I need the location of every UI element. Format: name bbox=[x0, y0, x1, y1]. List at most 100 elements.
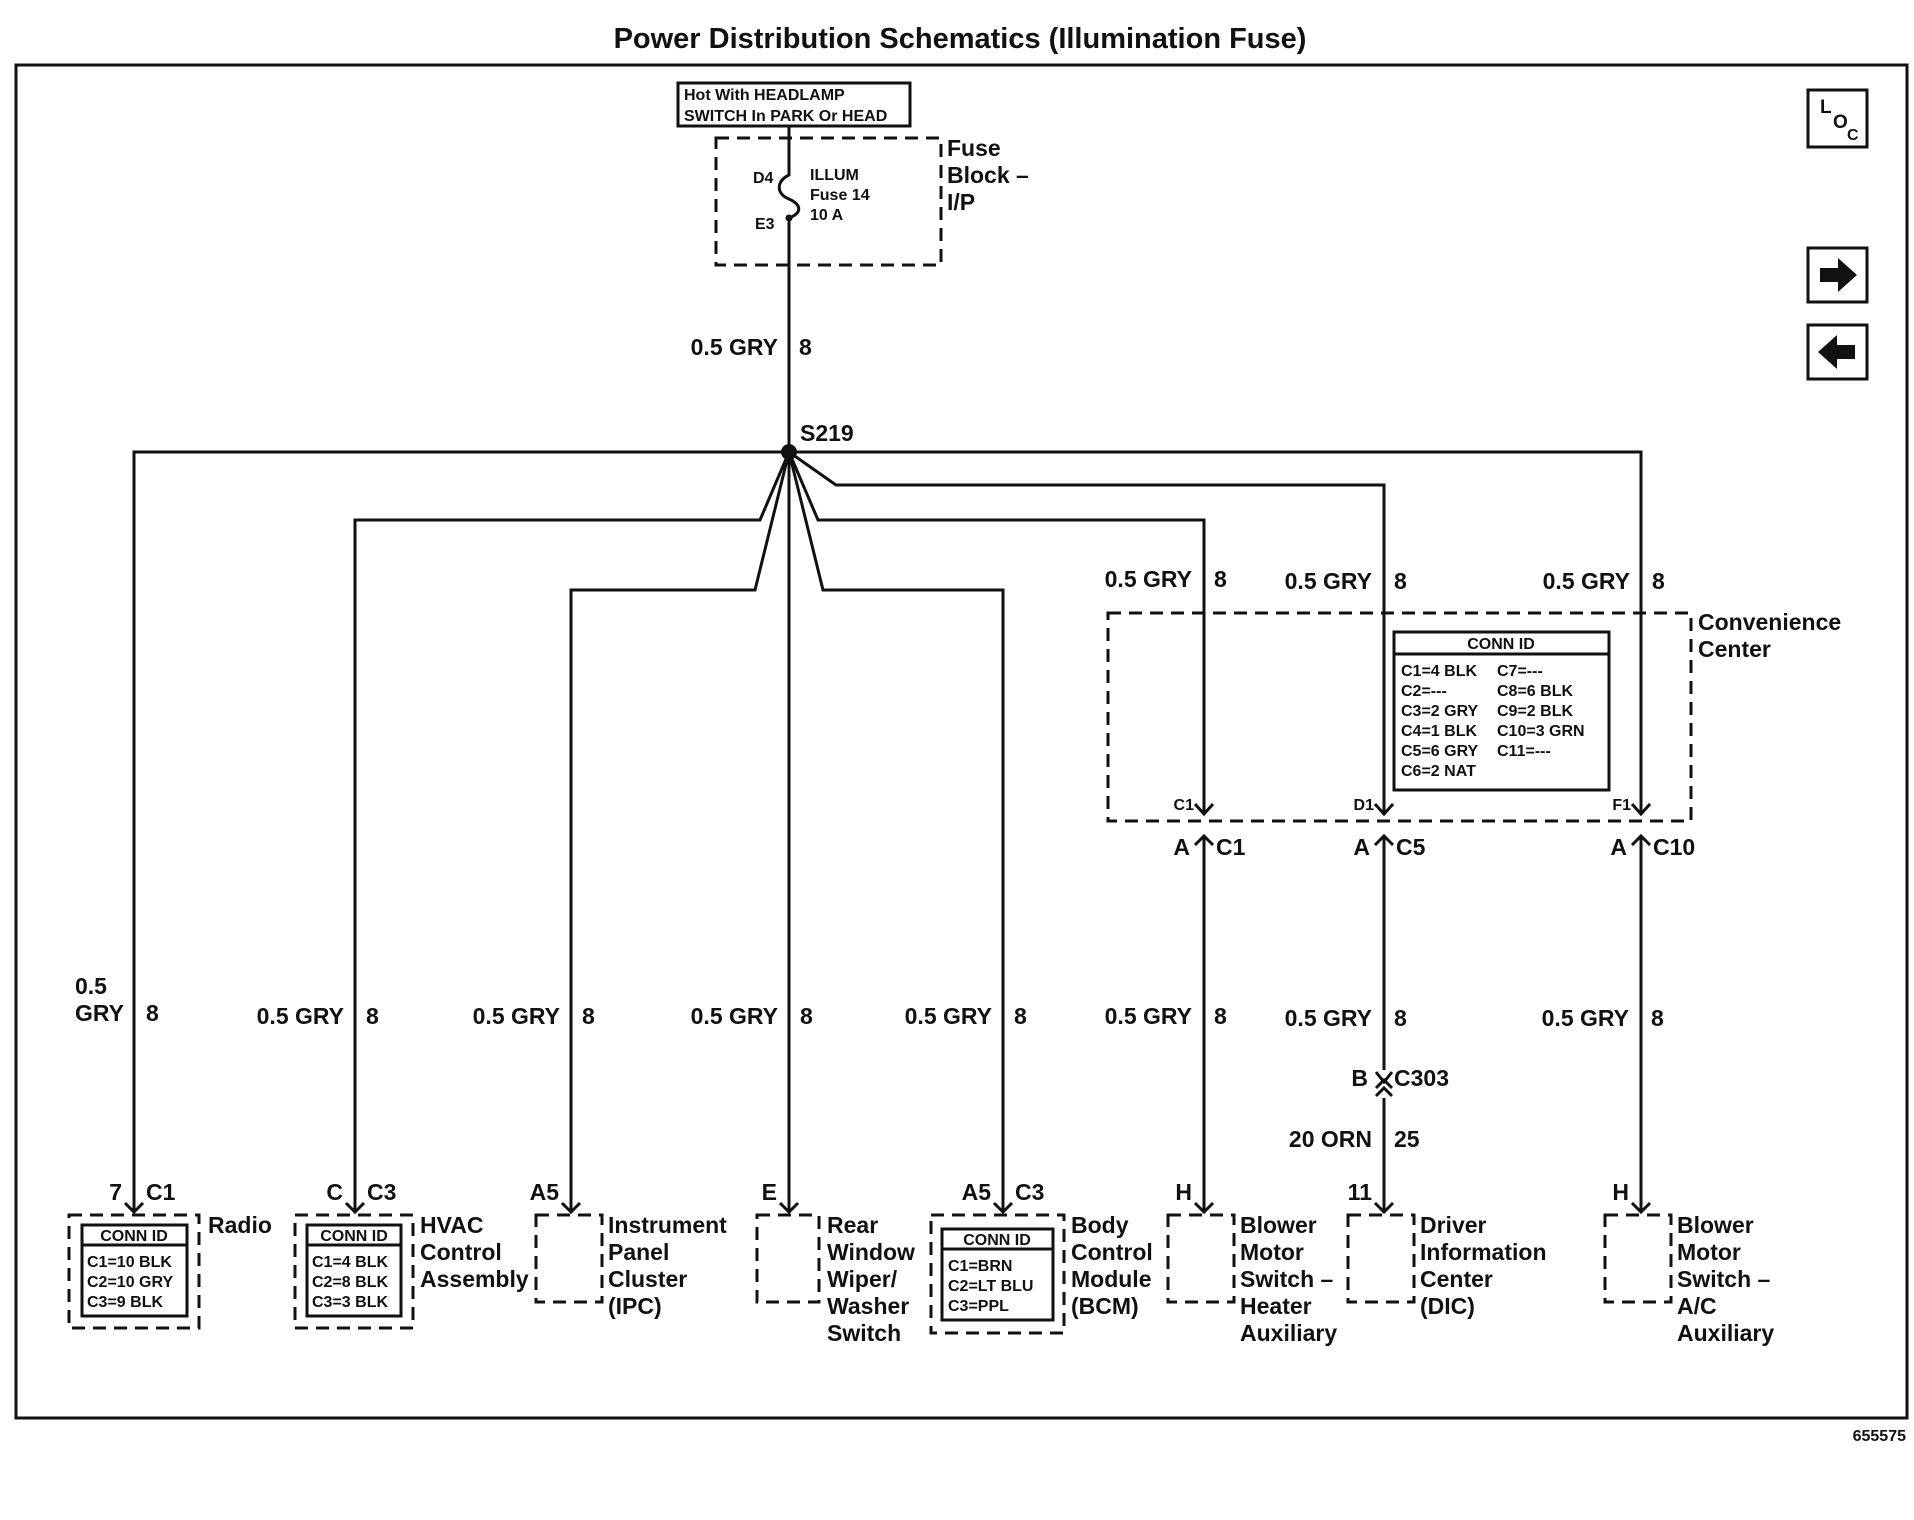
svg-text:C1=4 BLK: C1=4 BLK bbox=[312, 1254, 388, 1271]
svg-text:C1=BRN: C1=BRN bbox=[948, 1258, 1012, 1275]
main-feed-circuit: 8 bbox=[799, 334, 812, 360]
svg-text:C3=PPL: C3=PPL bbox=[948, 1298, 1009, 1315]
svg-text:C3=3 BLK: C3=3 BLK bbox=[312, 1294, 388, 1311]
cc-output-connector-c5: A C5 bbox=[1353, 802, 1426, 860]
loc-letter-mid: O bbox=[1833, 112, 1848, 133]
svg-text:C10: C10 bbox=[1653, 834, 1695, 860]
svg-text:8: 8 bbox=[1214, 566, 1227, 592]
convenience-center-label-line1: Convenience bbox=[1698, 609, 1841, 635]
svg-text:0.5 GRY: 0.5 GRY bbox=[257, 1003, 344, 1029]
svg-text:C6=2 NAT: C6=2 NAT bbox=[1401, 763, 1476, 780]
radio-label: Radio bbox=[208, 1212, 272, 1238]
svg-text:C7=---: C7=--- bbox=[1497, 663, 1543, 680]
svg-text:C11=---: C11=--- bbox=[1497, 743, 1551, 760]
svg-text:Switch –: Switch – bbox=[1240, 1266, 1334, 1292]
svg-text:Control: Control bbox=[1071, 1239, 1153, 1265]
previous-page-arrow-icon[interactable] bbox=[1806, 323, 1869, 381]
power-source-label-line2: SWITCH In PARK Or HEAD bbox=[684, 108, 887, 125]
svg-text:8: 8 bbox=[1394, 1005, 1407, 1031]
svg-text:C3=9 BLK: C3=9 BLK bbox=[87, 1294, 163, 1311]
component-driver-information-center: Driver Information Center (DIC) bbox=[1346, 1212, 1547, 1319]
branch-bcm bbox=[787, 451, 1005, 1210]
svg-text:H: H bbox=[1175, 1179, 1192, 1205]
svg-text:0.5 GRY: 0.5 GRY bbox=[1542, 1005, 1629, 1031]
svg-text:8: 8 bbox=[366, 1003, 379, 1029]
loc-letter-sub: C bbox=[1847, 127, 1859, 144]
svg-text:CONN ID: CONN ID bbox=[320, 1228, 388, 1245]
svg-text:Motor: Motor bbox=[1677, 1239, 1741, 1265]
svg-text:(DIC): (DIC) bbox=[1420, 1293, 1475, 1319]
svg-text:0.5 GRY: 0.5 GRY bbox=[473, 1003, 560, 1029]
svg-text:Wiper/: Wiper/ bbox=[827, 1266, 898, 1292]
svg-text:11: 11 bbox=[1348, 1179, 1373, 1205]
lower-wire-labels: 0.5 GRY 8 0.5 GRY 8 0.5 GRY 8 0.5 GRY 8 … bbox=[75, 973, 1664, 1031]
component-connector-chevrons bbox=[123, 1201, 1652, 1215]
location-icon[interactable]: L O C bbox=[1806, 88, 1869, 149]
power-source-label-box bbox=[676, 81, 912, 128]
branch-wires bbox=[132, 450, 1643, 1210]
cc-pin-d1: D1 bbox=[1354, 797, 1375, 814]
fuse-block-label-line3: I/P bbox=[947, 189, 975, 215]
svg-text:C10=3 GRN: C10=3 GRN bbox=[1497, 723, 1585, 740]
cc-pin-f1: F1 bbox=[1612, 797, 1631, 814]
component-pin-labels: 7 C1 C C3 A5 E A5 C3 H 11 H bbox=[109, 1179, 1629, 1205]
svg-text:(IPC): (IPC) bbox=[608, 1293, 662, 1319]
fuse-pin-in: D4 bbox=[753, 170, 774, 187]
svg-text:Heater: Heater bbox=[1240, 1293, 1312, 1319]
svg-text:C5=6 GRY: C5=6 GRY bbox=[1401, 743, 1479, 760]
diagram-id: 655575 bbox=[1853, 1428, 1906, 1445]
svg-text:20 ORN: 20 ORN bbox=[1289, 1126, 1372, 1152]
svg-text:Center: Center bbox=[1420, 1266, 1493, 1292]
branch-cc-c1 bbox=[787, 451, 1206, 812]
svg-text:8: 8 bbox=[1652, 568, 1665, 594]
svg-text:0.5 GRY: 0.5 GRY bbox=[1285, 568, 1372, 594]
fuse-number: Fuse 14 bbox=[810, 187, 870, 204]
fuse-name: ILLUM bbox=[810, 167, 859, 184]
svg-text:C5: C5 bbox=[1396, 834, 1426, 860]
svg-text:Cluster: Cluster bbox=[608, 1266, 687, 1292]
svg-text:Driver: Driver bbox=[1420, 1212, 1487, 1238]
next-page-arrow-icon[interactable] bbox=[1806, 246, 1869, 304]
svg-text:A5: A5 bbox=[530, 1179, 560, 1205]
svg-text:CONN ID: CONN ID bbox=[1467, 636, 1535, 653]
svg-text:C3: C3 bbox=[1015, 1179, 1044, 1205]
svg-text:C4=1 BLK: C4=1 BLK bbox=[1401, 723, 1477, 740]
convenience-center-outline bbox=[1106, 611, 1693, 823]
svg-text:8: 8 bbox=[1014, 1003, 1027, 1029]
inline-connector-c303: B C303 20 ORN 25 bbox=[1289, 1065, 1449, 1152]
svg-text:0.5 GRY: 0.5 GRY bbox=[691, 1003, 778, 1029]
svg-text:C2=10 GRY: C2=10 GRY bbox=[87, 1274, 173, 1291]
fuse-icon bbox=[777, 126, 801, 222]
svg-text:Rear: Rear bbox=[827, 1212, 878, 1238]
branch-ipc bbox=[569, 451, 791, 1210]
cc-pin-c1: C1 bbox=[1174, 797, 1195, 814]
fuse-block-outline bbox=[714, 136, 943, 267]
svg-text:C: C bbox=[326, 1179, 343, 1205]
svg-text:B: B bbox=[1351, 1065, 1368, 1091]
svg-text:8: 8 bbox=[1394, 568, 1407, 594]
svg-text:GRY: GRY bbox=[75, 1000, 124, 1026]
svg-text:Assembly: Assembly bbox=[420, 1266, 529, 1292]
svg-text:C2=8 BLK: C2=8 BLK bbox=[312, 1274, 388, 1291]
branch-hvac bbox=[353, 451, 791, 1210]
svg-text:Blower: Blower bbox=[1677, 1212, 1754, 1238]
svg-text:7: 7 bbox=[109, 1179, 122, 1205]
component-radio: CONN ID C1=10 BLK C2=10 GRY C3=9 BLK Rad… bbox=[67, 1212, 272, 1330]
svg-text:A5: A5 bbox=[962, 1179, 992, 1205]
svg-text:Panel: Panel bbox=[608, 1239, 669, 1265]
svg-text:Auxiliary: Auxiliary bbox=[1240, 1320, 1337, 1346]
convenience-center-conn-id-table: CONN ID C1=4 BLK C2=--- C3=2 GRY C4=1 BL… bbox=[1392, 630, 1611, 792]
convenience-center-label-line2: Center bbox=[1698, 636, 1771, 662]
branch-radio bbox=[132, 450, 789, 1210]
svg-text:C3: C3 bbox=[367, 1179, 396, 1205]
svg-text:Body: Body bbox=[1071, 1212, 1129, 1238]
svg-text:C303: C303 bbox=[1394, 1065, 1449, 1091]
component-blower-motor-switch-heater-auxiliary: Blower Motor Switch – Heater Auxiliary bbox=[1166, 1212, 1337, 1346]
svg-text:Switch: Switch bbox=[827, 1320, 901, 1346]
svg-text:0.5 GRY: 0.5 GRY bbox=[1543, 568, 1630, 594]
fuse-pin-out: E3 bbox=[755, 216, 775, 233]
svg-text:8: 8 bbox=[1651, 1005, 1664, 1031]
svg-text:(BCM): (BCM) bbox=[1071, 1293, 1139, 1319]
svg-text:E: E bbox=[762, 1179, 777, 1205]
